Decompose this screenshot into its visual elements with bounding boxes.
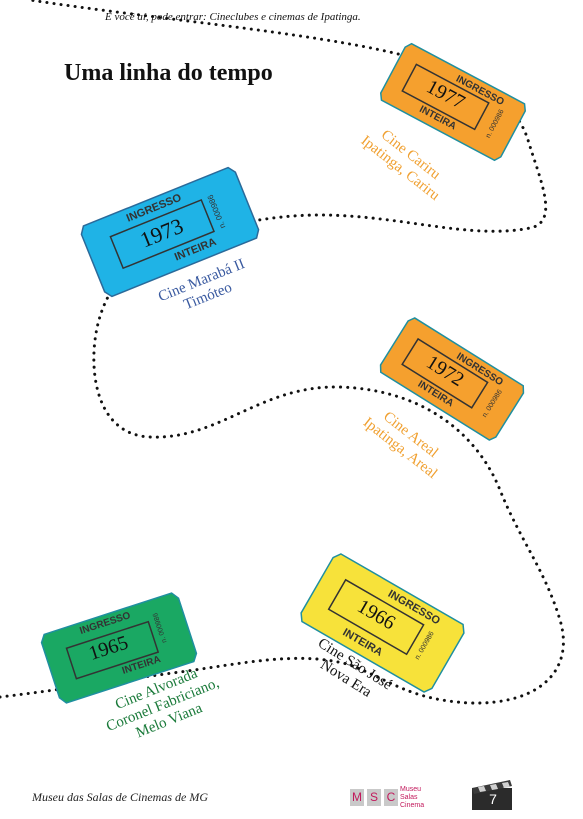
page-title: Uma linha do tempo [64, 60, 273, 86]
msc-logo: M S C Museu Salas Cinema [350, 786, 430, 810]
ticket-shape [40, 592, 198, 704]
footer-text: Museu das Salas de Cinemas de MG [32, 790, 208, 804]
logo-letter: S [367, 789, 381, 806]
logo-letter: M [350, 789, 364, 806]
page-number-badge: 7 [472, 780, 512, 810]
clapperboard-icon [472, 780, 512, 810]
ticket-shape [379, 317, 525, 441]
ticket-shape [379, 42, 527, 162]
ticket-1972: INGRESSO INTEIRA n. 000986 1972 [375, 313, 530, 445]
ticket-shape [300, 553, 465, 693]
ticket-1966: INGRESSO INTEIRA n. 000986 1966 [295, 549, 470, 698]
ticket-1973: INGRESSO INTEIRA n. 000986 1973 [76, 163, 264, 301]
ticket-shape [80, 166, 260, 298]
page-number: 7 [489, 791, 497, 807]
ticket-1965: INGRESSO INTEIRA n. 000986 1965 [37, 589, 201, 707]
header-text: E você aí, pode entrar: Cineclubes e cin… [105, 11, 361, 23]
ticket-1977: INGRESSO INTEIRA n. 000986 1977 [375, 39, 531, 165]
logo-label-line: Cinema [400, 802, 425, 809]
logo-label-line: Museu [400, 786, 422, 793]
logo-label: Museu Salas Cinema [400, 786, 424, 810]
logo-label-line: Salas [400, 794, 418, 801]
logo-letter: C [384, 789, 398, 806]
